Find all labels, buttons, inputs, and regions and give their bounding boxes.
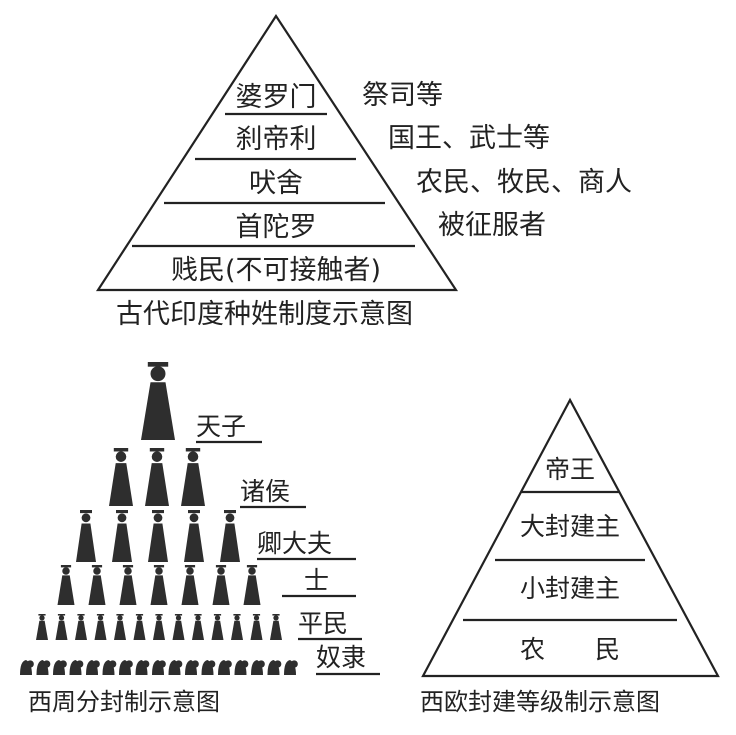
figure-nuli xyxy=(119,660,133,675)
figure-qingdafu xyxy=(148,510,168,562)
figure-nuli xyxy=(218,660,232,675)
tier-label-great-lord: 大封建主 xyxy=(520,512,620,541)
figure-shi xyxy=(181,565,199,605)
figure-shi xyxy=(88,565,106,605)
level-label-zhuhou: 诸侯 xyxy=(240,477,290,506)
figure-pingmin xyxy=(55,614,68,640)
figure-pingmin xyxy=(211,614,224,640)
figure-pingmin xyxy=(133,614,146,640)
europe-pyramid-outline xyxy=(421,397,720,678)
figure-nuli xyxy=(53,660,67,675)
figure-nuli xyxy=(201,660,216,675)
figure-qingdafu xyxy=(220,510,240,562)
figure-nuli xyxy=(168,660,183,675)
figure-nuli xyxy=(185,660,199,675)
level-label-pingmin: 平民 xyxy=(298,609,348,638)
tier-label-untouchable: 贱民(不可接触者) xyxy=(171,255,381,286)
figure-nuli xyxy=(69,660,84,675)
figure-tianzi xyxy=(141,362,175,440)
europe-feudal-pyramid: 帝王 大封建主 小封建主 农 民 西欧封建等级制示意图 xyxy=(420,397,720,716)
figure-pingmin xyxy=(36,614,48,640)
figure-nuli xyxy=(234,660,249,675)
level-label-shi: 士 xyxy=(304,566,329,595)
india-caption: 古代印度种姓制度示意图 xyxy=(116,299,413,330)
level-label-qingdafu: 卿大夫 xyxy=(257,529,332,558)
figure-qingdafu xyxy=(76,510,96,562)
tier-members-shudra: 被征服者 xyxy=(438,210,546,241)
figure-zhuhou xyxy=(109,448,133,506)
figure-nuli xyxy=(102,660,117,675)
figure-nuli xyxy=(20,660,34,675)
level-label-nuli: 奴隶 xyxy=(316,643,366,672)
figure-qingdafu xyxy=(184,510,204,562)
tier-members-brahmin: 祭司等 xyxy=(362,80,443,111)
figure-nuli xyxy=(86,660,100,675)
figure-pingmin xyxy=(114,614,126,640)
figure-qingdafu xyxy=(112,510,132,562)
figure-shi xyxy=(57,565,75,605)
tier-label-shudra: 首陀罗 xyxy=(236,212,317,243)
tier-label-vaishya: 吠舍 xyxy=(249,168,303,199)
level-label-tianzi: 天子 xyxy=(196,412,246,441)
figure-zhuhou xyxy=(145,448,169,506)
tier-label-lesser-lord: 小封建主 xyxy=(520,574,620,603)
figure-zhuhou xyxy=(181,448,205,506)
figure-pingmin xyxy=(192,614,204,640)
figure-pingmin xyxy=(231,614,243,640)
figure-pingmin xyxy=(94,614,107,640)
tier-label-kshatriya: 刹帝利 xyxy=(236,124,317,155)
india-caste-pyramid: 婆罗门 刹帝利 吠舍 首陀罗 贱民(不可接触者) 祭司等 国王、武士等 农民、牧… xyxy=(95,13,632,330)
figure-pingmin xyxy=(172,614,185,640)
figure-shi xyxy=(212,565,230,605)
figure-nuli xyxy=(251,660,265,675)
zhou-caption: 西周分封制示意图 xyxy=(28,688,220,716)
figure-nuli xyxy=(284,660,298,675)
figure-pingmin xyxy=(270,614,282,640)
figure-pingmin xyxy=(75,614,87,640)
tier-members-kshatriya: 国王、武士等 xyxy=(388,123,550,154)
europe-caption: 西欧封建等级制示意图 xyxy=(420,688,660,716)
zhou-figure-rows xyxy=(20,362,298,675)
figure-nuli xyxy=(267,660,282,675)
figure-pingmin xyxy=(153,614,165,640)
tier-label-emperor: 帝王 xyxy=(545,455,595,484)
tier-members-vaishya: 农民、牧民、商人 xyxy=(416,167,632,198)
figure-pingmin xyxy=(250,614,263,640)
figure-shi xyxy=(119,565,137,605)
tier-label-peasant: 农 民 xyxy=(520,635,620,664)
tier-label-brahmin: 婆罗门 xyxy=(236,82,317,113)
figure-shi xyxy=(243,565,261,605)
zhou-enfeoffment-diagram: 天子 诸侯 卿大夫 士 平民 奴隶 西周分封制示意图 xyxy=(20,362,380,716)
india-pyramid-outline xyxy=(95,13,459,292)
figure-nuli xyxy=(135,660,150,675)
figure-nuli xyxy=(36,660,51,675)
figure-nuli xyxy=(152,660,166,675)
figure-shi xyxy=(150,565,168,605)
